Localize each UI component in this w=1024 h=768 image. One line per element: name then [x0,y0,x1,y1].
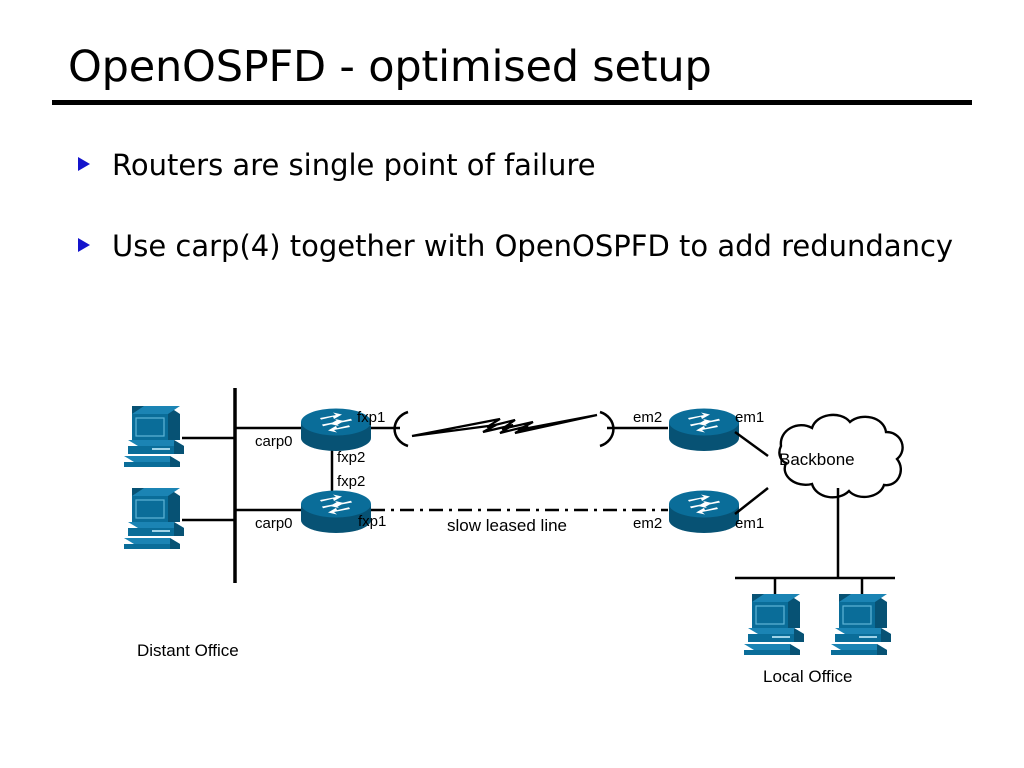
bullet-list: Routers are single point of failure Use … [76,146,956,307]
label-fxp2-bottom: fxp2 [337,473,365,490]
cloud-label: Backbone [779,450,855,469]
wan-arc-left-icon [393,410,409,448]
lightning-bolt-icon [411,413,598,438]
label-fxp1-bottom: fxp1 [358,513,386,530]
site-label-local-office: Local Office [763,667,852,686]
network-diagram: carp0 carp0 fxp1 fxp2 fxp2 fxp1 slow lea… [0,370,1024,710]
triangle-right-icon [78,157,90,171]
link-router3-cloud [734,430,769,458]
link-router4-cloud [734,487,769,515]
bullet-text: Routers are single point of failure [112,148,596,182]
bullet-item-2: Use carp(4) together with OpenOSPFD to a… [76,227,956,266]
title-divider [52,100,972,105]
pc-distant-1 [123,405,185,468]
label-em1-bottom: em1 [735,515,764,532]
triangle-right-icon [78,237,90,252]
router-local-2 [669,490,739,533]
bullet-item-1: Routers are single point of failure [76,146,956,185]
label-em2-top: em2 [633,409,662,426]
router-local-1 [669,408,739,451]
site-label-distant-office: Distant Office [137,641,239,660]
label-carp0-top: carp0 [255,433,293,450]
label-carp0-bottom: carp0 [255,515,293,532]
label-slow-leased-line: slow leased line [447,516,567,535]
cloud-backbone-icon [778,413,904,499]
label-em2-bottom: em2 [633,515,662,532]
pc-local-2 [830,593,892,656]
label-em1-top: em1 [735,409,764,426]
bullet-text: Use carp(4) together with OpenOSPFD to a… [112,228,954,263]
label-fxp2-top: fxp2 [337,449,365,466]
page-title: OpenOSPFD - optimised setup [68,42,712,92]
pc-distant-2 [123,487,185,550]
label-fxp1-top: fxp1 [357,409,385,426]
pc-local-1 [743,593,805,656]
